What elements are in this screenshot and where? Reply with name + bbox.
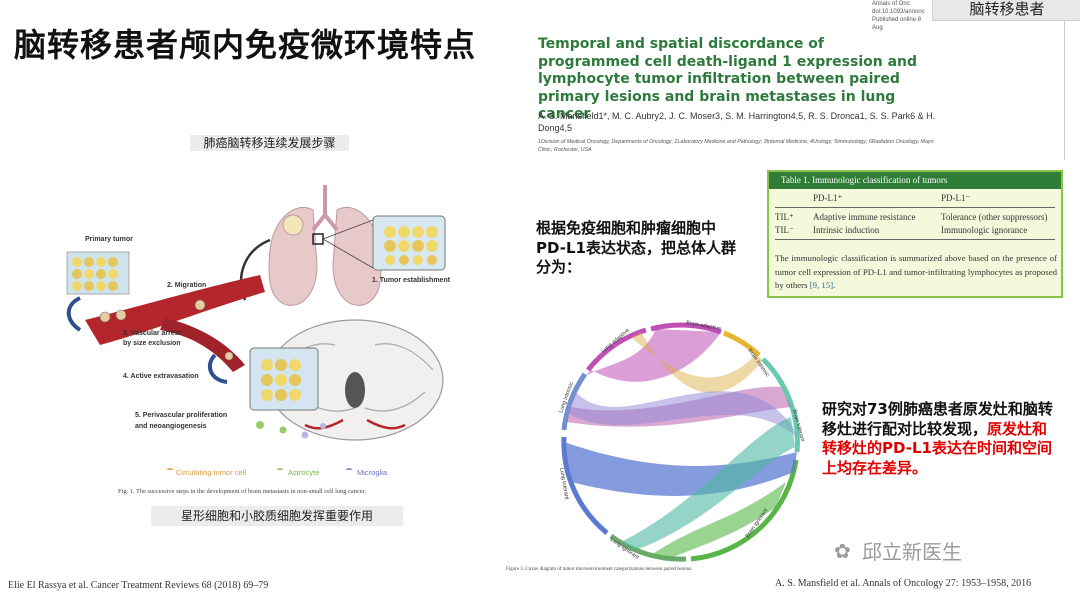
astrocyte-icon — [276, 468, 284, 470]
paper-authors: A. S. Mansfield1*, M. C. Aubry2, J. C. M… — [538, 111, 936, 133]
table-cell: Intrinsic induction — [813, 225, 880, 235]
journal-meta: Annals of Onc doi:10.1093/annonc Publish… — [872, 0, 932, 32]
legend-circulating-tumor-cell: Circulating tumor cell — [176, 468, 247, 477]
sector-brain-ignorant — [690, 459, 799, 562]
label-perivascular-2: and neoangiogenesis — [135, 423, 207, 430]
label-vascular-arrest-2: by size exclusion — [123, 340, 181, 347]
citation-left: Elie El Rassya et al. Cancer Treatment R… — [8, 580, 269, 591]
metastasis-illustration — [66, 185, 446, 470]
circos-diagram: Brain adaptive Brain intrinsic Brain tol… — [558, 320, 805, 562]
sector-brain-intrinsic — [723, 330, 761, 357]
label-migration: 2. Migration — [167, 282, 207, 289]
watermark: 邱立新医生 — [862, 540, 962, 564]
journal-meta-line: Published online 8 Aug — [872, 17, 922, 31]
table-note: The immunologic classification is summar… — [775, 252, 1057, 293]
tumor-zoom-icon — [322, 215, 446, 271]
citation-right: A. S. Mansfield et al. Annals of Oncolog… — [775, 578, 1032, 589]
table-note-refs[interactable]: [9, 15] — [809, 280, 834, 290]
sector-lung-adaptive — [586, 327, 647, 372]
legend-microglia: Microglia — [357, 468, 388, 477]
legend-astrocyte: Astrocyte — [288, 468, 320, 477]
sector-label: Brain adaptive — [686, 320, 722, 332]
circulating-tumor-cell-icon — [166, 468, 174, 470]
finding-black: 研究对73例肺癌患者原发灶和脑转移灶进行配对比较发现， — [822, 400, 1053, 438]
sector-brain-tolerant — [761, 357, 800, 453]
divider — [1064, 20, 1065, 160]
chord-ribbon — [651, 482, 786, 558]
journal-meta-line: Annals of Onc — [872, 1, 910, 7]
microglia-icon — [301, 423, 326, 439]
sector-lung-tolerant — [561, 436, 609, 535]
paper-title: Temporal and spatial discordance of prog… — [538, 36, 918, 122]
figure-caption-bottom: 星形细胞和小胶质细胞发挥重要作用 — [151, 506, 403, 526]
primary-tumor-icon — [66, 251, 130, 295]
sector-lung-intrinsic — [561, 372, 588, 431]
table-note-end: . — [833, 280, 836, 290]
journal-meta-line: doi:10.1093/annonc — [872, 9, 925, 15]
arrow-icon — [66, 296, 82, 332]
chord-ribbon — [585, 329, 721, 382]
wechat-icon: ✿ — [834, 539, 851, 563]
label-primary-tumor: Primary tumor — [85, 236, 133, 243]
table-cell: Immunologic ignorance — [941, 225, 1028, 235]
table-cell: Tolerance (other suppressors) — [941, 212, 1048, 222]
table-rule — [775, 239, 1055, 240]
figure-caption-top: 肺癌脑转移连续发展步骤 — [190, 135, 349, 151]
chord-ribbon — [566, 391, 797, 437]
chord-ribbon — [631, 332, 763, 393]
lungs-icon — [268, 185, 382, 306]
sector-lung-ignorant — [609, 533, 687, 562]
label-active-extravasation: 4. Active extravasation — [123, 373, 199, 380]
finding-text: 研究对73例肺癌患者原发灶和脑转移灶进行配对比较发现，原发灶和转移灶的PD-L1… — [822, 400, 1062, 478]
sector-brain-adaptive — [650, 322, 722, 335]
table-row-label: TIL⁻ — [775, 225, 794, 235]
table-title: Table 1. Immunologic classification of t… — [769, 172, 1061, 189]
table-rule — [775, 207, 1055, 208]
table-note-text: The immunologic classification is summar… — [775, 253, 1057, 290]
microglia-icon — [345, 468, 353, 470]
paper-affiliations: 1Division of Medical Oncology, Departmen… — [538, 139, 934, 153]
figure1-caption: Fig. 1. The successive steps in the deve… — [118, 488, 366, 495]
classification-table: Table 1. Immunologic classification of t… — [767, 170, 1063, 298]
grouping-text: 根据免疫细胞和肿瘤细胞中PD-L1表达状态，把总体人群分为： — [536, 219, 736, 276]
table-col-header: PD-L1⁺ — [813, 193, 843, 203]
table-cell: Adaptive immune resistance — [813, 212, 916, 222]
slide-title: 脑转移患者颅内免疫微环境特点 — [14, 26, 477, 64]
table-row-label: TIL⁺ — [775, 212, 794, 222]
brain-metastasis-icon — [249, 347, 319, 411]
section-tab[interactable]: 脑转移患者 — [932, 0, 1080, 21]
blood-vessel-icon — [85, 275, 265, 372]
astrocyte-icon — [256, 421, 287, 434]
figure3-caption: Figure 3. Circos diagram of tumor microe… — [506, 567, 693, 572]
label-vascular-arrest: 3. Vascular arrest — [123, 330, 181, 337]
sector-label: Lung adaptive — [600, 328, 630, 355]
chord-ribbon — [621, 417, 795, 550]
sector-label: Lung tolerant — [558, 467, 570, 500]
arrow-icon — [207, 353, 228, 384]
finding-red: 原发灶和转移灶的PD-L1表达在时间和空间上均存在差异。 — [822, 419, 1052, 477]
table-col-header: PD-L1⁻ — [941, 193, 971, 203]
label-perivascular: 5. Perivascular proliferation — [135, 412, 228, 419]
label-tumor-establishment: 1. Tumor establishment — [372, 277, 451, 284]
